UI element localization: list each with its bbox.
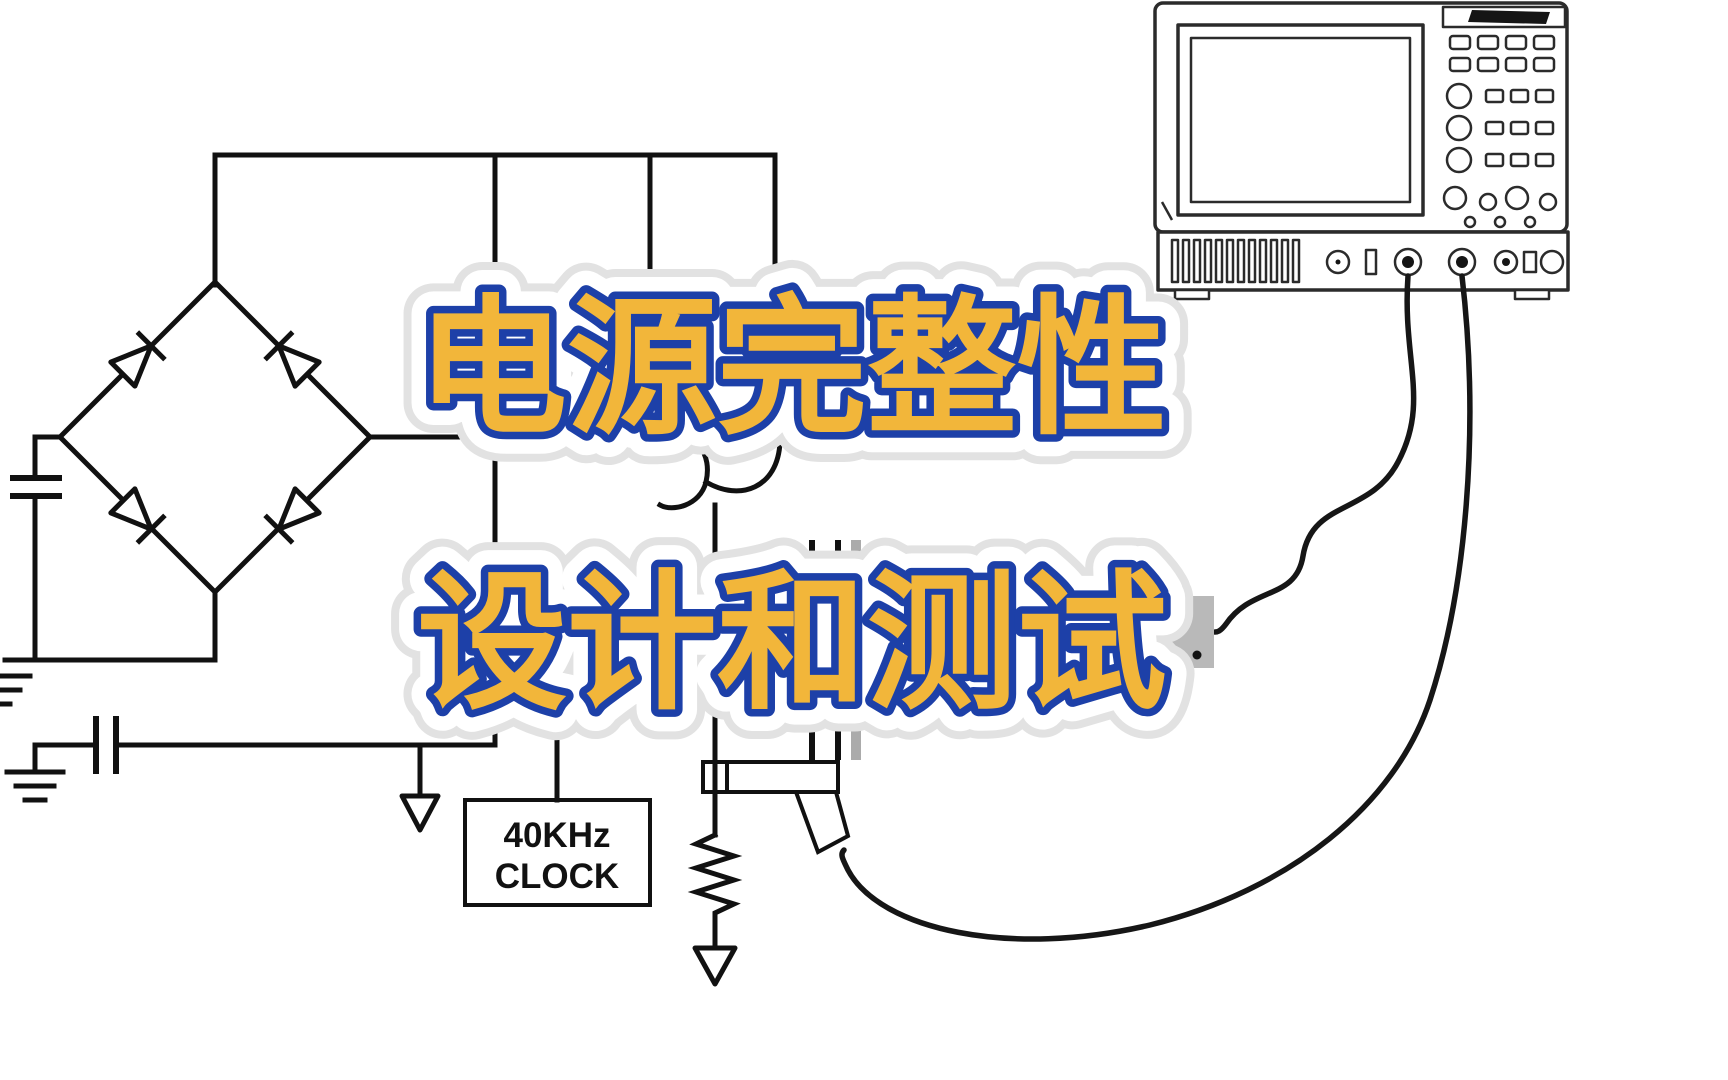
scope-corner-line [1160,201,1174,221]
clock-label-line1: 40KHz [504,816,611,855]
probe-pad [1168,596,1214,668]
ground-arrow-1 [399,742,441,833]
title-line1-halo: 电源完整性 [417,284,1167,452]
top-bus-wire [212,152,778,288]
ground-symbol-bottom-left [4,769,66,803]
diode-bottom-left [108,486,167,545]
circuit-schematic: 40KHz CLOCK [0,152,861,987]
clock-label-line2: CLOCK [495,857,619,896]
diode-bottom-right [263,486,322,545]
diamond-outline [56,278,374,596]
scope-foot-right [1513,288,1551,301]
title-line1: 电源完整性 [417,284,1167,452]
input-capacitor [10,434,63,663]
scope-readout-dark-bar [1468,10,1550,24]
bnc-connector-4 [1539,249,1565,275]
load-resistor [687,831,743,987]
diode-top-left [108,330,167,389]
scope-foot-left [1173,288,1211,301]
probe-cable-1 [1212,273,1417,635]
ground-arrow-2 [692,945,738,987]
probe-tip [793,790,851,855]
probe [701,760,851,855]
scope-screen [1189,36,1412,204]
ground-symbol-left [0,673,33,707]
title-line1-soft: 电源完整性 [417,284,1167,452]
title-block: 电源完整性 电源完整性 电源完整性 设计和测试 设计和测试 设计和测试 [387,254,1197,757]
clock-box: 40KHz CLOCK [463,715,652,907]
series-capacitor [32,716,498,774]
diode-top-right [263,330,322,389]
probe-cable-2 [839,273,1473,942]
switch-element [647,392,783,838]
scope-button-rows [1448,34,1556,73]
oscilloscope [1153,1,1570,301]
title-line2: 设计和测试 [417,559,1167,727]
scope-vent-slits [1170,238,1301,284]
pad-dot [1192,650,1202,660]
bottom-branch-wire [2,589,218,663]
output-capacitor [809,540,861,760]
scope-knob-panel [1442,82,1558,229]
scope-input-connectors [1325,247,1565,277]
title-line2-soft: 设计和测试 [417,559,1167,727]
bridge-rectifier [56,278,374,596]
title-line2-halo: 设计和测试 [417,559,1167,727]
pad-body [1168,596,1214,668]
